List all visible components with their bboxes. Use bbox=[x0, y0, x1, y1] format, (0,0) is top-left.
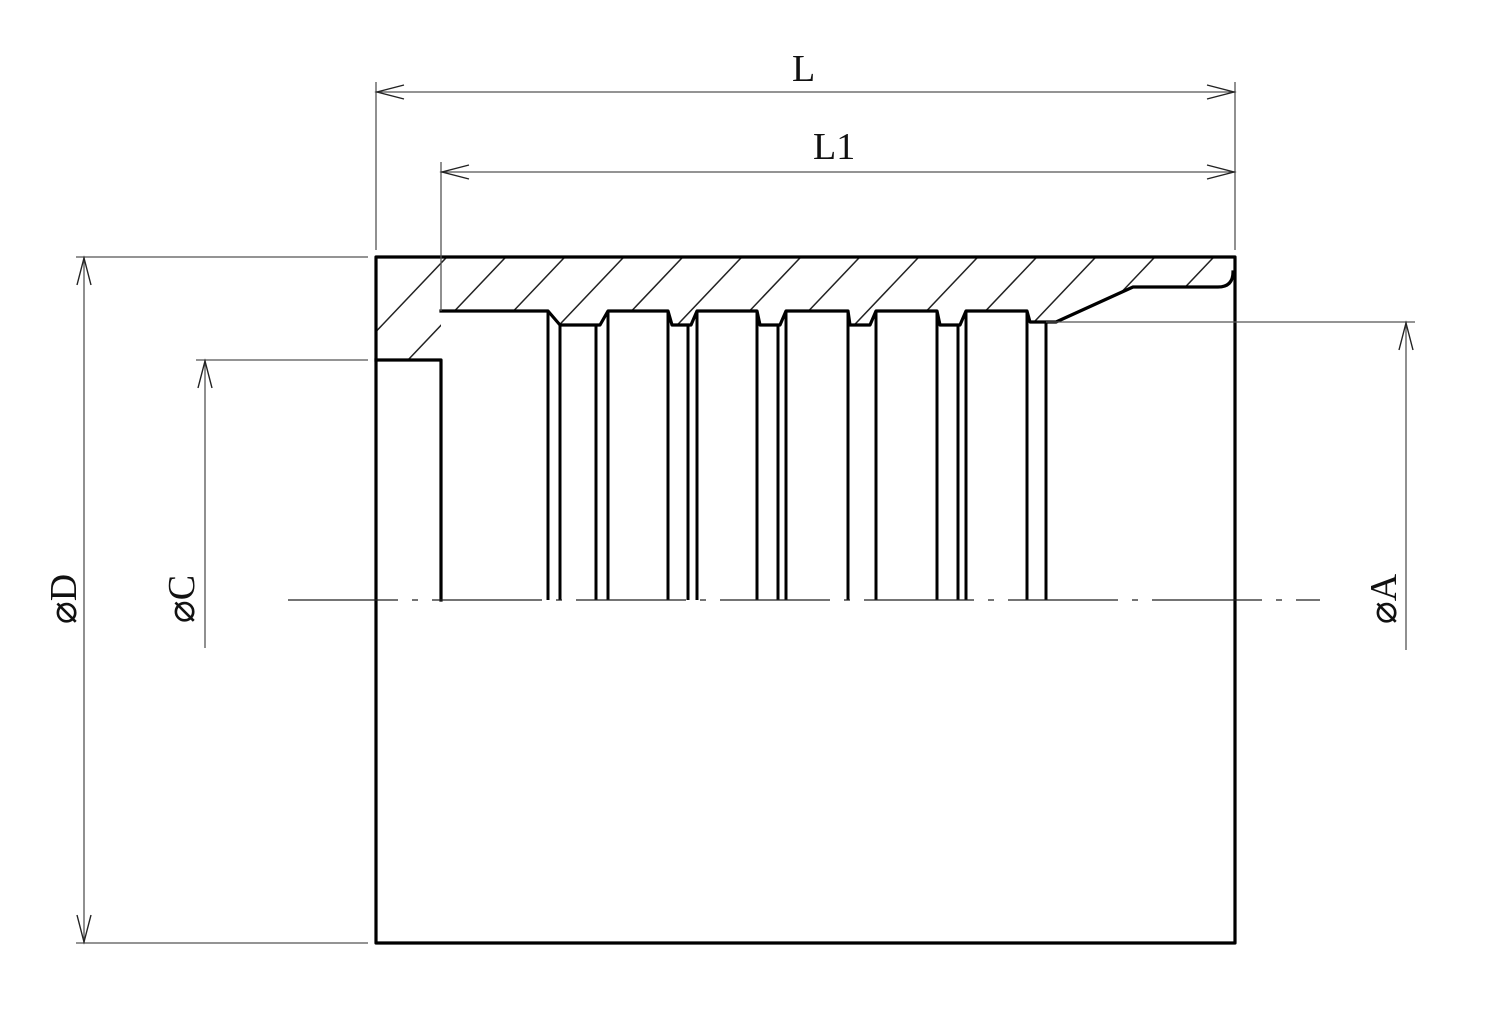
dimension-l-text: L bbox=[792, 48, 816, 90]
label-l1: L1 bbox=[813, 128, 855, 166]
arrow-up-icon bbox=[1398, 320, 1414, 351]
diameter-symbol-icon: ⌀ bbox=[1363, 601, 1405, 625]
label-a: ⌀A bbox=[1363, 559, 1405, 639]
dimension-l bbox=[374, 82, 1237, 250]
diameter-symbol-icon: ⌀ bbox=[43, 601, 85, 625]
dimension-l1-text: L1 bbox=[813, 126, 856, 168]
arrow-right-icon bbox=[1206, 164, 1237, 180]
dimension-c-text: C bbox=[161, 574, 203, 601]
arrow-left-icon bbox=[374, 84, 405, 100]
dimension-l1 bbox=[439, 162, 1237, 311]
dimension-c bbox=[196, 358, 368, 648]
dimension-a-text: A bbox=[1363, 573, 1405, 602]
label-d: ⌀D bbox=[43, 559, 85, 639]
arrow-up-icon bbox=[197, 358, 213, 389]
label-l: L bbox=[792, 50, 815, 88]
dimension-a bbox=[1046, 320, 1415, 650]
label-c: ⌀C bbox=[161, 559, 203, 639]
arrow-right-icon bbox=[1206, 84, 1237, 100]
diameter-symbol-icon: ⌀ bbox=[161, 600, 203, 624]
dimension-d bbox=[76, 255, 368, 945]
arrow-up-icon bbox=[76, 255, 92, 286]
ridge-walls bbox=[546, 311, 1048, 600]
ferrule-outline bbox=[374, 255, 1237, 945]
arrow-left-icon bbox=[439, 164, 470, 180]
arrow-down-icon bbox=[76, 914, 92, 945]
dimension-d-text: D bbox=[43, 573, 85, 602]
